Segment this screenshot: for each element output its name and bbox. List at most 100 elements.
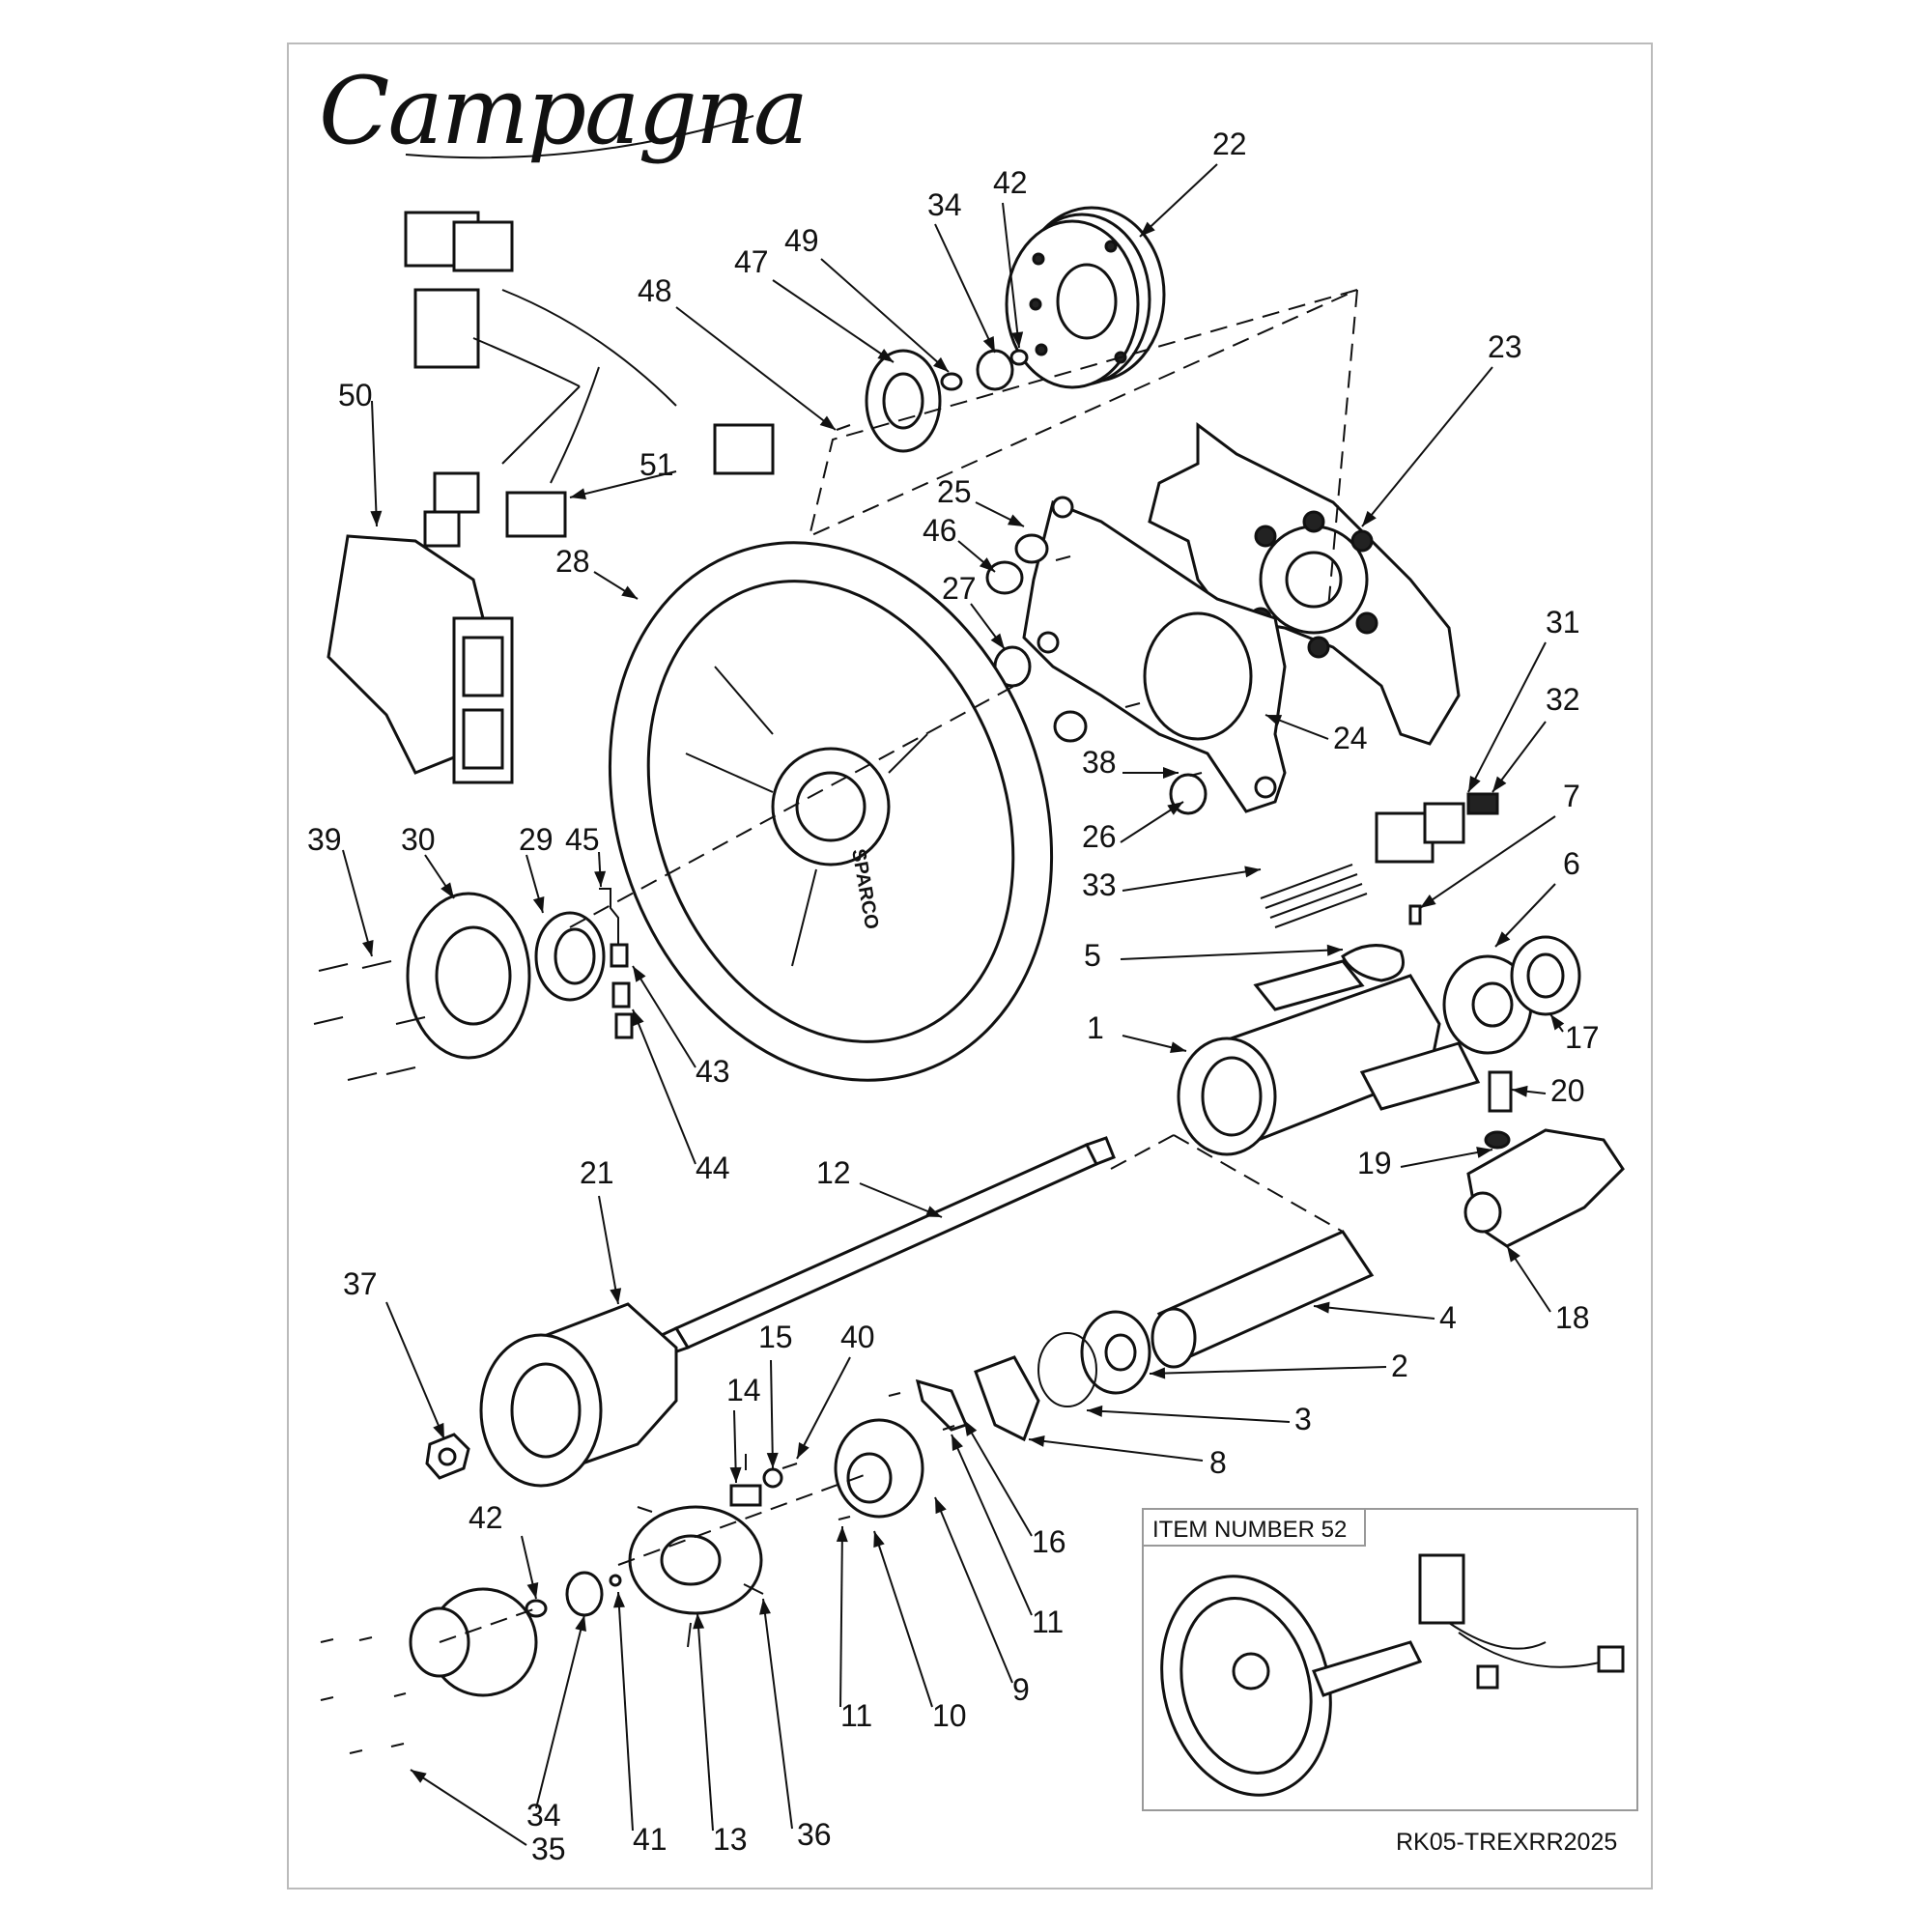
callout-label-34: 34 — [526, 1798, 561, 1833]
callout-label-15: 15 — [758, 1320, 793, 1354]
callout-arrowhead-36 — [759, 1599, 771, 1615]
switch-buttons-and-screws — [982, 533, 1208, 815]
callout-leader-16 — [963, 1419, 1033, 1537]
callout-arrowhead-51 — [570, 488, 586, 500]
callout-label-1: 1 — [1087, 1010, 1104, 1045]
callout-arrowhead-15 — [766, 1452, 779, 1468]
callout-leader-39 — [342, 849, 373, 957]
callout-leader-11 — [951, 1434, 1033, 1616]
callout-label-4: 4 — [1439, 1300, 1457, 1335]
callout-arrowhead-8 — [1029, 1435, 1045, 1447]
callout-arrowhead-25 — [1008, 514, 1024, 526]
parts-5-6-7-17 — [1341, 904, 1581, 1055]
callout-arrowhead-42 — [526, 1582, 539, 1599]
callout-arrowhead-48 — [819, 415, 836, 430]
part-21-boss-housing — [479, 1302, 678, 1488]
part-12-shaft — [660, 1136, 1116, 1356]
callout-arrowhead-11 — [836, 1526, 848, 1543]
callout-leader-5 — [1120, 949, 1344, 960]
callout-arrowhead-26 — [1167, 802, 1183, 815]
callout-leader-48 — [675, 306, 837, 431]
callout-leader-13 — [696, 1612, 714, 1832]
callout-label-42: 42 — [469, 1500, 503, 1535]
part-22-hub-adapter — [1005, 206, 1166, 389]
callout-label-38: 38 — [1082, 745, 1117, 780]
callout-leader-51 — [569, 470, 677, 498]
callout-leader-21 — [598, 1195, 619, 1305]
callout-arrowhead-16 — [964, 1420, 978, 1436]
part-50-control-module — [327, 534, 514, 784]
callout-leader-44 — [632, 1009, 696, 1165]
callout-arrowhead-38 — [1163, 767, 1179, 779]
document-number: RK05-TREXRR2025 — [1396, 1829, 1617, 1856]
callout-arrowhead-2 — [1150, 1367, 1166, 1379]
callout-label-31: 31 — [1546, 605, 1580, 639]
callout-label-2: 2 — [1391, 1349, 1408, 1383]
callout-label-36: 36 — [797, 1817, 832, 1852]
inset-item-52: ITEM NUMBER 52 — [1142, 1508, 1638, 1811]
callout-arrowhead-5 — [1326, 944, 1343, 956]
callout-leader-10 — [873, 1530, 933, 1708]
callout-leader-31 — [1467, 641, 1547, 793]
callout-leader-11 — [839, 1525, 843, 1708]
callout-label-7: 7 — [1563, 779, 1580, 813]
callout-arrowhead-1 — [1170, 1041, 1186, 1054]
callout-leader-3 — [1086, 1409, 1291, 1423]
callout-label-11: 11 — [1032, 1605, 1064, 1639]
callout-label-51: 51 — [639, 447, 674, 482]
callout-arrowhead-34 — [982, 335, 995, 353]
callout-label-16: 16 — [1032, 1524, 1066, 1559]
callout-arrowhead-40 — [797, 1442, 810, 1459]
callout-arrowhead-28 — [621, 585, 638, 599]
callout-label-6: 6 — [1563, 846, 1580, 881]
callout-arrowhead-37 — [433, 1422, 444, 1439]
part-1-column-housing — [1177, 959, 1481, 1156]
parts-9-10-11-16-slip-ring — [834, 1378, 969, 1520]
callout-arrowhead-46 — [979, 557, 995, 572]
callout-arrowhead-6 — [1495, 931, 1511, 947]
callout-arrowhead-31 — [1468, 776, 1481, 792]
part-28-steering-wheel: SPARCO — [608, 541, 1054, 1082]
callout-label-29: 29 — [519, 822, 554, 857]
callout-leader-4 — [1313, 1305, 1435, 1320]
callout-label-43: 43 — [696, 1054, 730, 1089]
callout-arrowhead-22 — [1140, 221, 1155, 237]
callout-label-45: 45 — [565, 822, 600, 857]
callout-arrowhead-39 — [362, 939, 374, 956]
callout-label-35: 35 — [531, 1832, 566, 1866]
callout-label-5: 5 — [1084, 938, 1101, 973]
callout-arrowhead-11 — [952, 1435, 963, 1452]
callout-arrowhead-29 — [532, 895, 545, 913]
callout-leader-43 — [632, 965, 696, 1068]
callout-arrowhead-3 — [1087, 1405, 1103, 1417]
callout-leader-42 — [1002, 202, 1020, 349]
callout-leader-15 — [770, 1359, 774, 1469]
callout-arrowhead-43 — [633, 966, 646, 982]
callout-label-20: 20 — [1550, 1073, 1585, 1108]
callout-label-28: 28 — [555, 544, 590, 579]
part-24-switch-plate — [1022, 496, 1287, 813]
callout-arrowhead-17 — [1550, 1014, 1565, 1031]
callout-label-44: 44 — [696, 1151, 730, 1185]
callout-label-41: 41 — [633, 1822, 668, 1857]
callout-label-33: 33 — [1082, 867, 1117, 902]
svg-text:Campagna: Campagna — [319, 57, 807, 165]
callout-leader-35 — [410, 1769, 527, 1846]
parts-43-44-45-terminals — [599, 888, 634, 1039]
callout-label-3: 3 — [1294, 1402, 1312, 1436]
callout-arrowhead-19 — [1476, 1147, 1492, 1158]
callout-arrowhead-41 — [612, 1592, 625, 1608]
callout-label-32: 32 — [1546, 682, 1580, 717]
callout-leader-9 — [934, 1496, 1013, 1684]
assembly-dashed-lines — [439, 289, 1358, 1643]
callout-leader-23 — [1361, 366, 1493, 527]
callout-label-14: 14 — [726, 1373, 761, 1407]
callout-label-50: 50 — [338, 378, 373, 412]
callout-leader-50 — [371, 400, 378, 527]
part-47-sensor-ring — [836, 349, 1029, 453]
callout-leader-47 — [772, 279, 895, 363]
callout-arrowhead-24 — [1265, 715, 1283, 726]
callout-label-30: 30 — [401, 822, 436, 857]
callout-label-21: 21 — [580, 1155, 614, 1190]
